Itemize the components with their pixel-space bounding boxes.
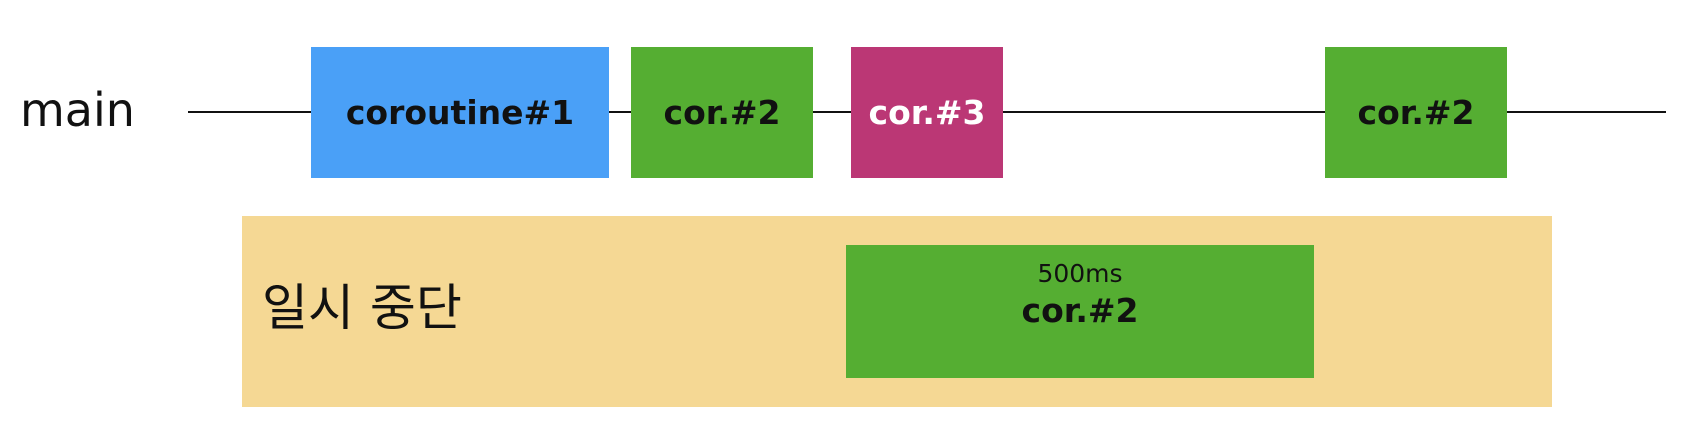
main-thread-label: main xyxy=(20,83,135,137)
suspended-label: 일시 중단 xyxy=(262,279,462,337)
coroutine-2-label: cor.#2 xyxy=(663,93,781,132)
coroutine-3-block: cor.#3 xyxy=(851,47,1003,178)
suspended-coroutine-label: cor.#2 xyxy=(1021,291,1139,330)
coroutine-2-resume-label: cor.#2 xyxy=(1357,93,1475,132)
suspended-coroutine-block xyxy=(846,245,1314,378)
coroutine-2-block: cor.#2 xyxy=(631,47,813,178)
coroutine-1-label: coroutine#1 xyxy=(345,93,575,132)
coroutine-1-block: coroutine#1 xyxy=(311,47,609,178)
coroutine-2-resume-block: cor.#2 xyxy=(1325,47,1507,178)
coroutine-3-label: cor.#3 xyxy=(868,93,986,132)
suspended-duration: 500ms xyxy=(1037,259,1123,288)
